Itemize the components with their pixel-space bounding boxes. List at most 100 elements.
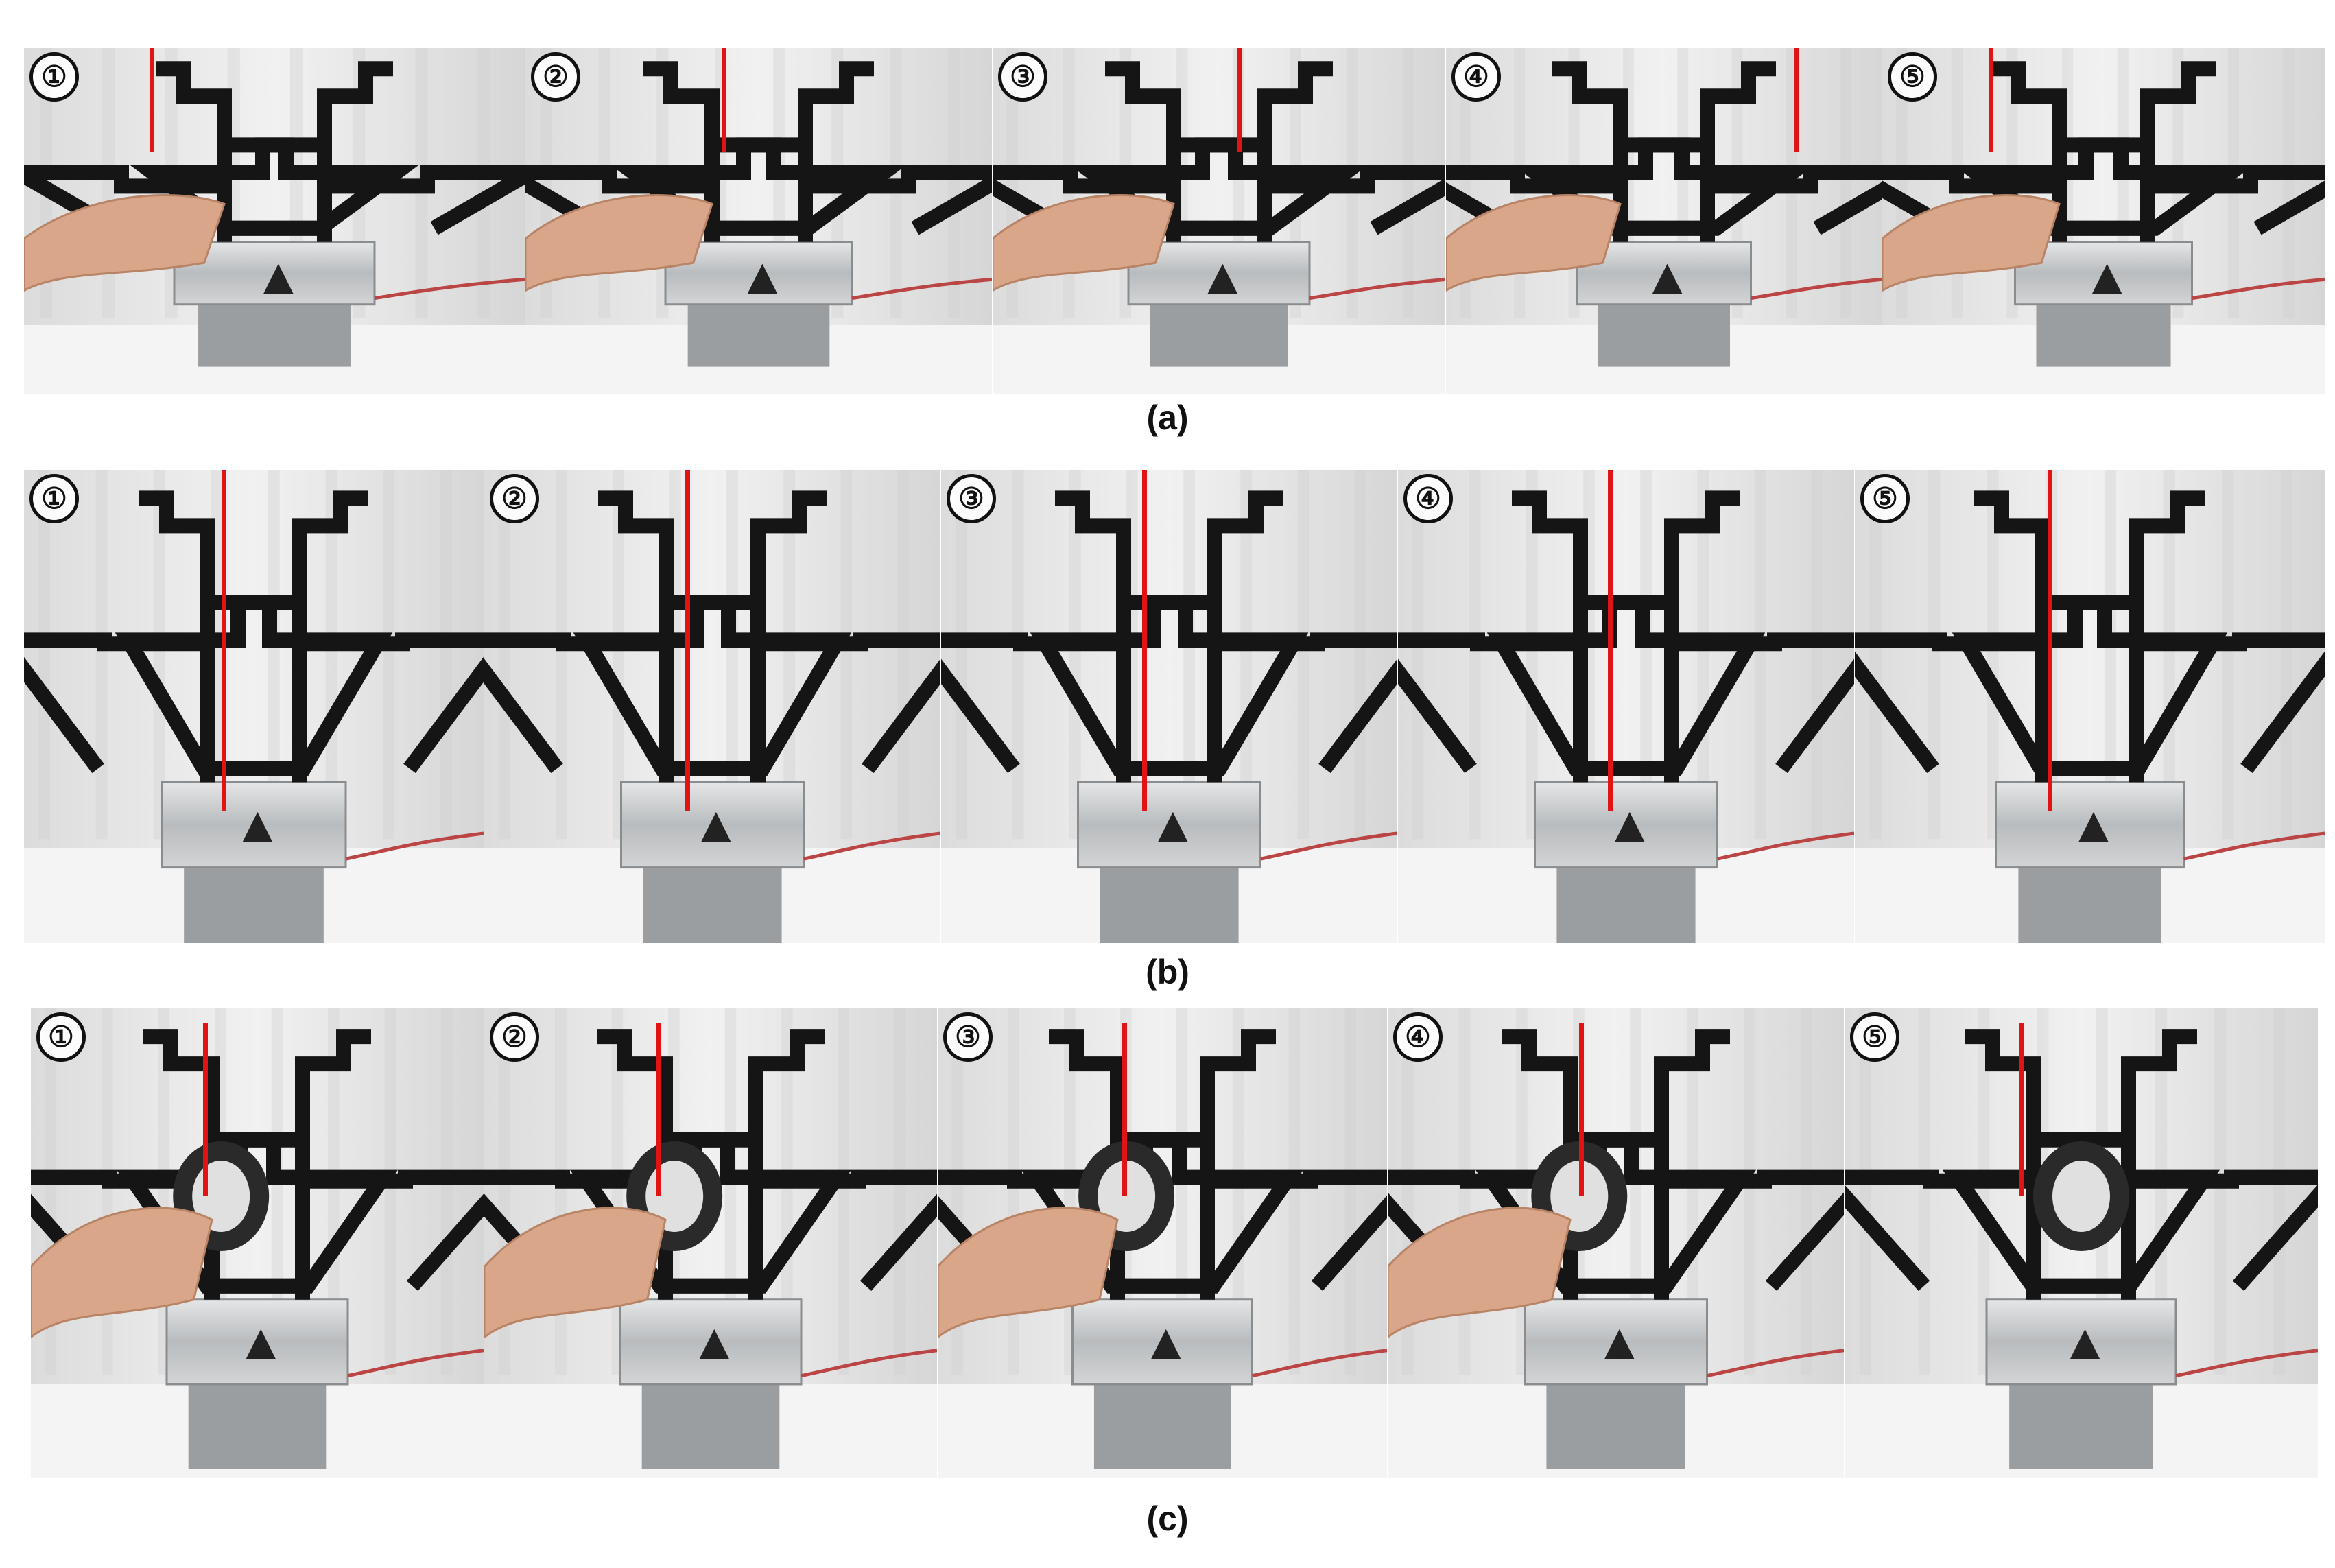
gripper-finger — [1953, 61, 2325, 242]
frame-number: ④ — [1451, 52, 1501, 102]
housing-base — [1093, 1384, 1231, 1469]
panel-c: ① ② ③ ④ ⑤ (c) — [0, 1001, 2335, 1568]
frame-number: ⑤ — [1850, 1012, 1899, 1062]
guide-line — [1141, 470, 1147, 811]
photo-frame-a5: ⑤ — [1882, 48, 2326, 394]
gripper-finger — [1069, 61, 1445, 242]
logo-mark — [246, 1329, 276, 1359]
logo-mark — [2078, 811, 2109, 842]
frame-number: ② — [531, 52, 580, 102]
hand — [938, 1207, 1119, 1339]
logo-mark — [2091, 263, 2122, 294]
cable — [1251, 1349, 1387, 1378]
gripper-finger — [1513, 61, 1882, 242]
housing-base — [2018, 867, 2161, 943]
frame-number: ⑤ — [1888, 52, 1937, 102]
photo-scene — [1882, 48, 2325, 394]
photo-scene — [525, 48, 992, 394]
housing-base — [1150, 304, 1288, 367]
photo-frame-c4: ④ — [1388, 1008, 1845, 1478]
guide-line — [1579, 1022, 1585, 1196]
guide-line — [721, 48, 726, 152]
logo-mark — [263, 263, 294, 294]
photo-scene — [1855, 470, 2325, 943]
photo-frame-b2: ② — [484, 470, 942, 943]
frame-number: ⑤ — [1860, 474, 1910, 523]
guide-line — [222, 470, 227, 811]
logo-mark — [1604, 1329, 1635, 1359]
housing-base — [198, 304, 351, 367]
hand — [484, 1207, 667, 1339]
guide-line — [685, 470, 690, 811]
photo-frame-c3: ③ — [938, 1008, 1388, 1478]
photo-scene — [1398, 470, 1854, 943]
photo-scene — [484, 470, 940, 943]
panel-b: ① ② ③ ④ ⑤ (b) — [0, 453, 2335, 1001]
hand — [1388, 1207, 1572, 1339]
hand — [993, 194, 1175, 292]
photo-frame-b1: ① — [24, 470, 485, 943]
photo-frame-b3: ③ — [941, 470, 1399, 943]
gripper-finger — [1030, 490, 1397, 783]
housing-base — [2009, 1384, 2153, 1469]
cable — [1706, 1349, 1844, 1378]
hand — [24, 194, 226, 292]
photo-scene — [993, 48, 1445, 394]
guide-line — [1607, 470, 1613, 811]
frame-number: ③ — [998, 52, 1047, 102]
photo-frame-c2: ② — [484, 1008, 938, 1478]
logo-mark — [1614, 811, 1645, 842]
guide-line — [2019, 1022, 2025, 1196]
cable — [801, 1349, 937, 1378]
frame-number: ③ — [943, 1012, 993, 1062]
frame-number: ④ — [1403, 474, 1453, 523]
logo-mark — [747, 263, 778, 294]
cable — [347, 1349, 484, 1378]
logo-mark — [2070, 1329, 2100, 1359]
housing-base — [184, 867, 324, 943]
cable — [345, 831, 484, 861]
frame-number: ① — [29, 52, 79, 102]
housing-base — [188, 1384, 327, 1469]
guide-line — [1122, 1022, 1127, 1196]
frame-number: ④ — [1393, 1012, 1443, 1062]
cable — [1309, 277, 1445, 300]
gripper-finger — [130, 61, 525, 242]
frame-number: ① — [36, 1012, 86, 1062]
gripper-finger — [115, 490, 484, 783]
gripper-finger — [1942, 1029, 2318, 1300]
guide-line — [656, 1022, 661, 1196]
photo-frame-b5: ⑤ — [1855, 470, 2326, 943]
gripper-finger — [1486, 490, 1854, 783]
housing-base — [1597, 304, 1731, 367]
hand — [525, 194, 713, 292]
cable — [803, 831, 940, 861]
guide-line — [202, 1022, 208, 1196]
logo-mark — [1207, 263, 1238, 294]
guide-line — [1237, 48, 1242, 152]
gripper-finger — [573, 490, 940, 783]
photo-frame-a3: ③ — [993, 48, 1447, 394]
photo-scene — [1845, 1008, 2318, 1478]
frame-number: ③ — [947, 474, 996, 523]
guide-line — [1988, 48, 1993, 152]
photo-frame-c1: ① — [31, 1008, 485, 1478]
housing-base — [1556, 867, 1696, 943]
hand — [1446, 194, 1622, 292]
guide-line — [2047, 470, 2052, 811]
cable — [1716, 831, 1854, 861]
gripper-finger — [611, 61, 992, 242]
guide-line — [149, 48, 154, 152]
logo-mark — [1157, 811, 1188, 842]
photo-frame-a2: ② — [525, 48, 993, 394]
logo-mark — [1652, 263, 1683, 294]
photo-scene — [24, 48, 525, 394]
frame-number: ① — [29, 474, 79, 523]
cable — [2175, 1349, 2318, 1378]
photo-scene — [941, 470, 1397, 943]
frame-number: ② — [490, 1012, 539, 1062]
logo-mark — [1150, 1329, 1181, 1359]
housing-base — [1546, 1384, 1685, 1469]
panel-a: ① ② ③ ④ ⑤ (a) — [0, 0, 2335, 439]
panel-caption-a: (a) — [1146, 399, 1189, 437]
